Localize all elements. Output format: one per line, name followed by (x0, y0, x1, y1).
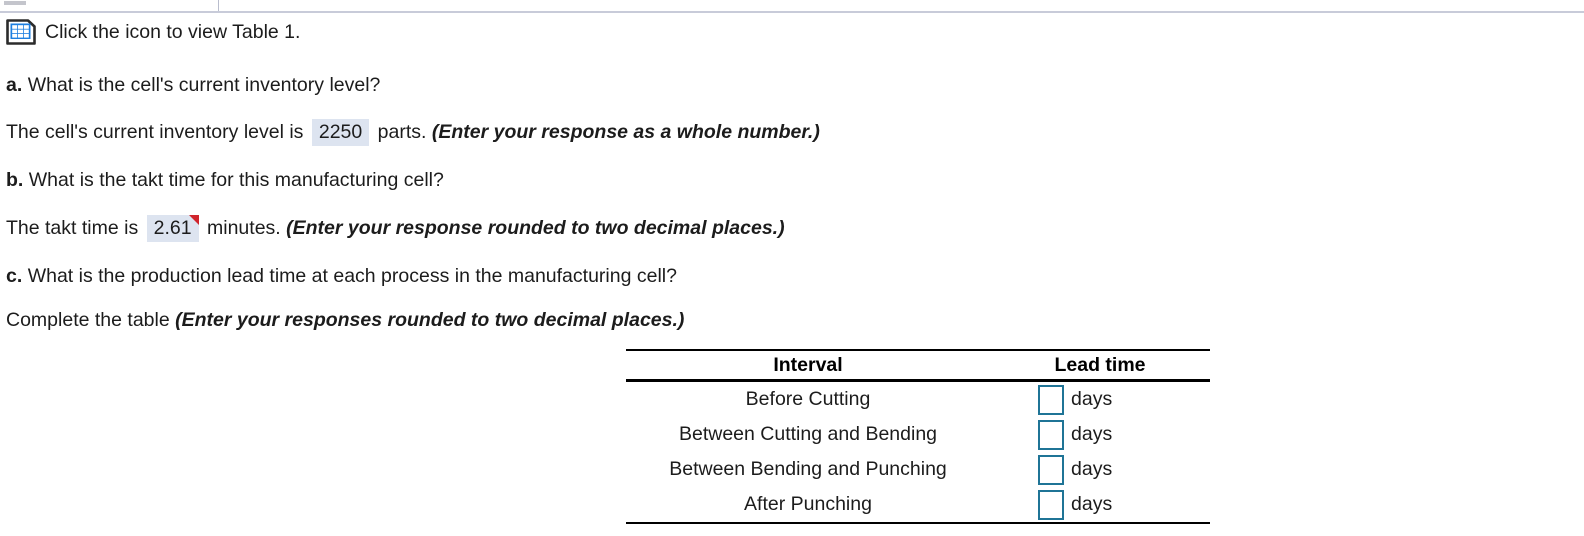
question-a-prompt: a. What is the cell's current inventory … (6, 73, 380, 97)
answer-b-row: The takt time is 2.61 minutes. (Enter yo… (6, 215, 785, 242)
table-grid-icon[interactable] (6, 18, 36, 46)
lead-time-cell: days (990, 384, 1210, 415)
window-top-strip (0, 0, 1584, 13)
question-a-marker: a. (6, 74, 23, 96)
answer-c-instruction: (Enter your responses rounded to two dec… (175, 309, 685, 331)
toolbar-divider (218, 0, 219, 11)
interval-label: Between Bending and Punching (669, 458, 947, 480)
lead-time-unit: days (1071, 458, 1113, 480)
lead-time-input[interactable] (1038, 384, 1064, 415)
question-b-prompt: b. What is the takt time for this manufa… (6, 168, 444, 192)
lead-time-cell: days (990, 454, 1210, 485)
table-attachment-row[interactable]: Click the icon to view Table 1. (6, 18, 300, 46)
answer-a-row: The cell's current inventory level is 22… (6, 119, 820, 146)
lead-time-cell: days (990, 489, 1210, 520)
table-header-row: Interval Lead time (626, 351, 1210, 379)
lead-time-input[interactable] (1038, 454, 1064, 485)
table-row: After Punching days (626, 487, 1210, 522)
interval-label: After Punching (744, 493, 872, 515)
question-a-text: What is the cell's current inventory lev… (27, 74, 381, 96)
answer-b-instruction: (Enter your response rounded to two deci… (286, 217, 785, 239)
answer-a-instruction: (Enter your response as a whole number.) (431, 121, 820, 143)
table-header-lead-time: Lead time (1054, 353, 1146, 376)
table-attachment-label[interactable]: Click the icon to view Table 1. (45, 20, 301, 43)
lead-time-unit: days (1071, 388, 1113, 410)
interval-label: Before Cutting (745, 388, 871, 410)
table-row: Between Bending and Punching days (626, 452, 1210, 487)
lead-time-input[interactable] (1038, 419, 1064, 450)
answer-b-prefix: The takt time is (6, 217, 139, 239)
toolbar-bottom-rule (0, 11, 1584, 13)
answer-c-prefix: Complete the table (6, 309, 170, 331)
interval-label: Between Cutting and Bending (678, 423, 938, 445)
table-bottom-rule (626, 522, 1210, 524)
question-c-text: What is the production lead time at each… (27, 265, 677, 287)
answer-a-suffix: parts. (377, 121, 427, 143)
lead-time-unit: days (1071, 423, 1113, 445)
table-header-rule (626, 379, 1210, 382)
lead-time-table: Interval Lead time Before Cutting days B… (626, 349, 1210, 524)
cutoff-ui-fragment (4, 1, 26, 5)
answer-a-prefix: The cell's current inventory level is (6, 121, 304, 143)
question-b-marker: b. (6, 169, 24, 191)
lead-time-input[interactable] (1038, 489, 1064, 520)
question-b-text: What is the takt time for this manufactu… (28, 169, 444, 191)
answer-c-row: Complete the table (Enter your responses… (6, 308, 684, 332)
answer-a-field[interactable]: 2250 (311, 119, 370, 146)
answer-b-field[interactable]: 2.61 (146, 215, 199, 242)
table-row: Between Cutting and Bending days (626, 417, 1210, 452)
answer-b-suffix: minutes. (207, 217, 281, 239)
question-c-marker: c. (6, 265, 23, 287)
table-top-rule (626, 349, 1210, 351)
lead-time-unit: days (1071, 493, 1113, 515)
question-c-prompt: c. What is the production lead time at e… (6, 264, 677, 288)
lead-time-cell: days (990, 419, 1210, 450)
table-row: Before Cutting days (626, 382, 1210, 417)
table-header-interval: Interval (773, 353, 843, 376)
